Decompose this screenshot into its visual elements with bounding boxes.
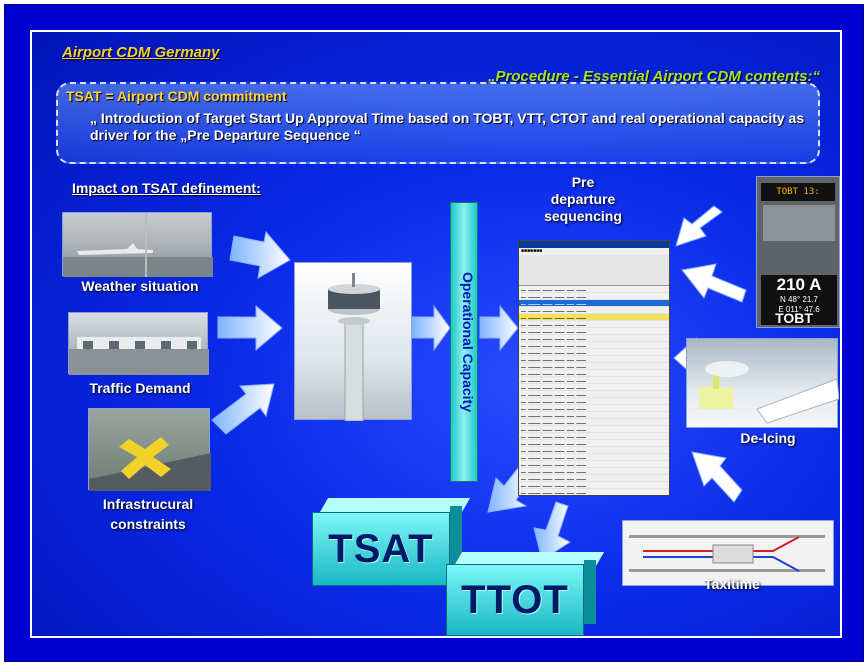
window-toolbar bbox=[519, 255, 669, 286]
sequence-row: ▁▁ ▁▁▁▁▁ ▁▁▁▁ ▁▁▁▁ ▁▁▁ ▁▁▁▁ bbox=[519, 321, 669, 328]
arrow-window-ttot bbox=[533, 501, 572, 561]
sequence-row: ▁▁ ▁▁▁▁▁ ▁▁▁▁ ▁▁▁▁ ▁▁▁ ▁▁▁▁ bbox=[519, 454, 669, 461]
sequence-row: ▁▁ ▁▁▁▁▁ ▁▁▁▁ ▁▁▁▁ ▁▁▁ ▁▁▁▁ bbox=[519, 356, 669, 363]
deicing-photo bbox=[686, 338, 840, 428]
control-tower-photo bbox=[294, 262, 412, 422]
gate-latitude: N 48° 21.7 bbox=[780, 295, 818, 304]
sequence-row: ▁▁ ▁▁▁▁▁ ▁▁▁▁ ▁▁▁▁ ▁▁▁ ▁▁▁▁ bbox=[519, 363, 669, 370]
sequence-table: ▁▁ ▁▁▁▁▁ ▁▁▁▁ ▁▁▁▁ ▁▁▁ ▁▁▁▁▁▁ ▁▁▁▁▁ ▁▁▁▁… bbox=[519, 286, 669, 495]
arrow-tobt2-window bbox=[681, 263, 747, 303]
page-title: Airport CDM Germany bbox=[62, 44, 220, 61]
infrastructure-photo bbox=[88, 408, 211, 491]
ttot-box: TTOT bbox=[446, 552, 605, 636]
sequence-row: ▁▁ ▁▁▁▁▁ ▁▁▁▁ ▁▁▁▁ ▁▁▁ ▁▁▁▁ bbox=[519, 433, 669, 440]
commitment-box: TSAT = Airport CDM commitment „ Introduc… bbox=[56, 82, 820, 164]
sequence-row: ▁▁ ▁▁▁▁▁ ▁▁▁▁ ▁▁▁▁ ▁▁▁ ▁▁▁▁ bbox=[519, 286, 669, 293]
arrow-taxitime-window bbox=[691, 451, 743, 503]
ttot-label: TTOT bbox=[461, 577, 569, 622]
slide-canvas: Airport CDM Germany „Procedure - Essenti… bbox=[30, 30, 842, 638]
arrow-infra-tower bbox=[211, 383, 275, 435]
operational-capacity-label: Operational Capacity bbox=[460, 271, 476, 413]
infrastructure-label-line2: constraints bbox=[110, 516, 186, 532]
sequence-row: ▁▁ ▁▁▁▁▁ ▁▁▁▁ ▁▁▁▁ ▁▁▁ ▁▁▁▁ bbox=[519, 377, 669, 384]
sequencing-window: ■■■■■■■ ▁▁ ▁▁▁▁▁ ▁▁▁▁ ▁▁▁▁ ▁▁▁ ▁▁▁▁▁▁ ▁▁… bbox=[518, 240, 670, 496]
tower-icon bbox=[328, 273, 380, 422]
pre-departure-line1: Pre bbox=[571, 174, 595, 190]
gate-number: 210 A bbox=[776, 275, 822, 294]
sequence-row: ▁▁ ▁▁▁▁▁ ▁▁▁▁ ▁▁▁▁ ▁▁▁ ▁▁▁▁ bbox=[519, 328, 669, 335]
flow-arrows bbox=[211, 205, 747, 561]
arrow-tobt-window bbox=[675, 205, 723, 247]
taxitime-map bbox=[622, 520, 834, 586]
arrow-capacity-window bbox=[479, 304, 519, 352]
runway-cross-icon bbox=[89, 437, 211, 491]
window-menubar: ■■■■■■■ bbox=[521, 248, 543, 254]
taxitime-label: Taxitime bbox=[704, 576, 760, 592]
sequence-row: ▁▁ ▁▁▁▁▁ ▁▁▁▁ ▁▁▁▁ ▁▁▁ ▁▁▁▁ bbox=[519, 482, 669, 489]
arrow-weather-tower bbox=[229, 230, 291, 279]
sequence-row: ▁▁ ▁▁▁▁▁ ▁▁▁▁ ▁▁▁▁ ▁▁▁ ▁▁▁▁ bbox=[519, 391, 669, 398]
sequence-row: ▁▁ ▁▁▁▁▁ ▁▁▁▁ ▁▁▁▁ ▁▁▁ ▁▁▁▁ bbox=[519, 468, 669, 475]
commitment-text: „ Introduction of Target Start Up Approv… bbox=[90, 110, 805, 143]
sequence-row: ▁▁ ▁▁▁▁▁ ▁▁▁▁ ▁▁▁▁ ▁▁▁ ▁▁▁▁ bbox=[519, 475, 669, 482]
window-titlebar bbox=[519, 241, 669, 248]
sequence-row: ▁▁ ▁▁▁▁▁ ▁▁▁▁ ▁▁▁▁ ▁▁▁ ▁▁▁▁ bbox=[519, 370, 669, 377]
pre-departure-line2: departure bbox=[550, 191, 616, 207]
arrow-traffic-tower bbox=[217, 304, 283, 352]
tsat-label: TSAT bbox=[328, 526, 434, 571]
sequence-row: ▁▁ ▁▁▁▁▁ ▁▁▁▁ ▁▁▁▁ ▁▁▁ ▁▁▁▁ bbox=[519, 342, 669, 349]
gate-longitude: E 011° 47.6 bbox=[778, 305, 820, 314]
sequence-row: ▁▁ ▁▁▁▁▁ ▁▁▁▁ ▁▁▁▁ ▁▁▁ ▁▁▁▁ bbox=[519, 440, 669, 447]
traffic-photo bbox=[68, 312, 209, 375]
sequence-row: ▁▁ ▁▁▁▁▁ ▁▁▁▁ ▁▁▁▁ ▁▁▁ ▁▁▁▁ bbox=[519, 419, 669, 426]
airplane-icon bbox=[63, 213, 213, 277]
pre-departure-label: Pre departure sequencing bbox=[508, 174, 658, 225]
sequence-row: ▁▁ ▁▁▁▁▁ ▁▁▁▁ ▁▁▁▁ ▁▁▁ ▁▁▁▁ bbox=[519, 412, 669, 419]
arrow-tower-capacity bbox=[411, 304, 451, 352]
sequence-row: ▁▁ ▁▁▁▁▁ ▁▁▁▁ ▁▁▁▁ ▁▁▁ ▁▁▁▁ bbox=[519, 384, 669, 391]
sequence-row: ▁▁ ▁▁▁▁▁ ▁▁▁▁ ▁▁▁▁ ▁▁▁ ▁▁▁▁ bbox=[519, 489, 669, 495]
sequence-row: ▁▁ ▁▁▁▁▁ ▁▁▁▁ ▁▁▁▁ ▁▁▁ ▁▁▁▁ bbox=[519, 461, 669, 468]
airport-map-icon bbox=[629, 535, 825, 572]
sequence-row: ▁▁ ▁▁▁▁▁ ▁▁▁▁ ▁▁▁▁ ▁▁▁ ▁▁▁▁ bbox=[519, 447, 669, 454]
sequence-row: ▁▁ ▁▁▁▁▁ ▁▁▁▁ ▁▁▁▁ ▁▁▁ ▁▁▁▁ bbox=[519, 405, 669, 412]
sequence-row: ▁▁ ▁▁▁▁▁ ▁▁▁▁ ▁▁▁▁ ▁▁▁ ▁▁▁▁ bbox=[519, 398, 669, 405]
traffic-label: Traffic Demand bbox=[89, 380, 191, 396]
slide-frame: Airport CDM Germany „Procedure - Essenti… bbox=[4, 4, 864, 662]
weather-photo bbox=[62, 212, 213, 277]
page-subtitle: „Procedure - Essential Airport CDM conte… bbox=[488, 68, 820, 85]
deicing-icon bbox=[699, 361, 840, 424]
sequence-row: ▁▁ ▁▁▁▁▁ ▁▁▁▁ ▁▁▁▁ ▁▁▁ ▁▁▁▁ bbox=[519, 300, 669, 307]
sequence-row: ▁▁ ▁▁▁▁▁ ▁▁▁▁ ▁▁▁▁ ▁▁▁ ▁▁▁▁ bbox=[519, 293, 669, 300]
sequence-row: ▁▁ ▁▁▁▁▁ ▁▁▁▁ ▁▁▁▁ ▁▁▁ ▁▁▁▁ bbox=[519, 426, 669, 433]
weather-label: Weather situation bbox=[81, 278, 199, 294]
impact-heading: Impact on TSAT definement: bbox=[72, 180, 261, 196]
sequence-row: ▁▁ ▁▁▁▁▁ ▁▁▁▁ ▁▁▁▁ ▁▁▁ ▁▁▁▁ bbox=[519, 314, 669, 321]
tobt-sign-photo: TOBT 13: 210 A N 48° 21.7 E 011° 47.6 bbox=[756, 176, 840, 328]
deicing-label: De-Icing bbox=[740, 430, 796, 446]
sequence-row: ▁▁ ▁▁▁▁▁ ▁▁▁▁ ▁▁▁▁ ▁▁▁ ▁▁▁▁ bbox=[519, 349, 669, 356]
operational-capacity-bar bbox=[450, 202, 478, 482]
pre-departure-line3: sequencing bbox=[544, 208, 622, 224]
infrastructure-label-line1: Infrastrucural bbox=[102, 496, 194, 512]
sequence-row: ▁▁ ▁▁▁▁▁ ▁▁▁▁ ▁▁▁▁ ▁▁▁ ▁▁▁▁ bbox=[519, 335, 669, 342]
tobt-display: TOBT 13: bbox=[761, 183, 835, 201]
tsat-box: TSAT bbox=[312, 498, 471, 586]
sequence-row: ▁▁ ▁▁▁▁▁ ▁▁▁▁ ▁▁▁▁ ▁▁▁ ▁▁▁▁ bbox=[519, 307, 669, 314]
tobt-label: TOBT bbox=[775, 310, 813, 326]
commitment-heading: TSAT = Airport CDM commitment bbox=[66, 88, 287, 104]
